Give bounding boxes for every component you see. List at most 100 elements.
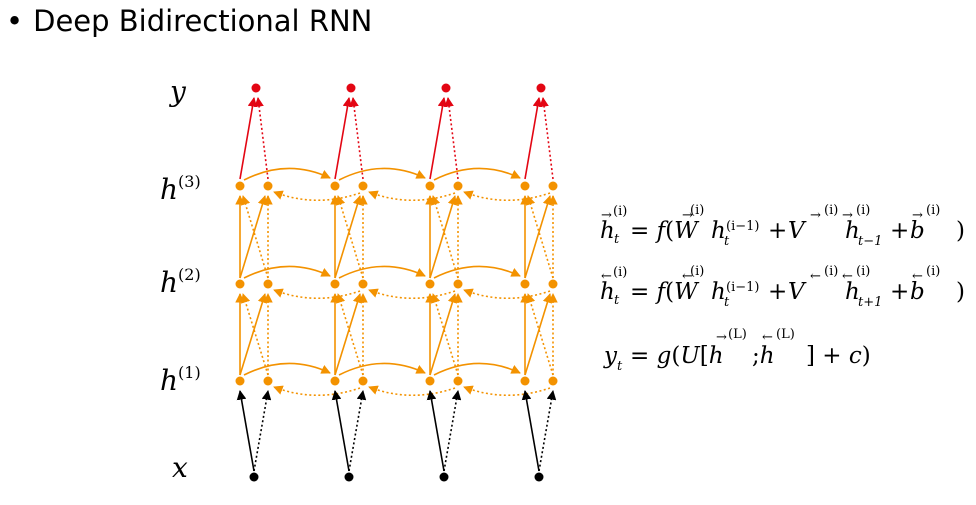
svg-text:(i−1): (i−1) [726,219,759,234]
hidden-node-forward [330,181,340,191]
svg-text:= f(W: = f(W [630,218,700,244]
edge-recurrent-backward [273,190,361,202]
svg-text:←: ← [682,269,693,284]
edge-input-forward [426,390,445,472]
hidden-node-forward [235,181,245,191]
row-label-h3: h(3) [160,172,201,206]
edge-recurrent-backward [463,190,551,202]
hidden-node-backward [548,181,558,191]
edge-layer-backward-forward [430,293,459,376]
edge-output-forward [429,97,448,180]
svg-text:(L): (L) [728,327,747,342]
svg-text:(i): (i) [690,264,704,279]
svg-text:(i): (i) [613,204,627,219]
edge-recurrent-backward [368,288,456,300]
network-graph [235,83,558,482]
bullet-point: • [6,4,24,38]
svg-text:←: ← [810,269,821,284]
svg-text:+: + [890,218,909,244]
edge-recurrent-forward [433,362,521,376]
edge-layer-backward-forward [525,293,554,376]
hidden-node-forward [520,181,530,191]
svg-text:): ) [956,218,965,244]
edge-recurrent-forward [338,167,426,181]
edge-input-forward [331,390,350,472]
input-node [534,472,544,482]
slide-title-text: Deep Bidirectional RNN [33,4,373,38]
edge-recurrent-forward [433,167,521,181]
hidden-node-backward [453,376,463,386]
edge-output-backward [349,97,364,180]
svg-text:= g(U[h: = g(U[h [630,343,724,369]
svg-text:(i): (i) [926,203,940,218]
row-label-h2: h(2) [160,265,201,299]
hidden-node-forward [425,376,435,386]
svg-text:→: → [810,208,821,223]
edge-input-forward [521,390,540,472]
svg-text:←: ← [842,269,853,284]
svg-text:h: h [711,218,726,244]
hidden-node-backward [358,279,368,289]
hidden-node-backward [358,376,368,386]
svg-text:(i): (i) [690,203,704,218]
svg-text:b: b [910,279,925,305]
edge-layer-backward-forward [525,195,554,279]
hidden-node-backward [453,181,463,191]
hidden-node-forward [425,181,435,191]
edge-input-backward [443,390,462,472]
svg-text:;h: ;h [752,343,775,369]
edge-layer-forward-backward [334,293,363,376]
hidden-node-backward [453,279,463,289]
edge-layer-forward-backward [524,293,553,376]
svg-text:t: t [614,293,620,308]
svg-text:(i): (i) [824,203,838,218]
row-label-y: y [168,75,187,108]
svg-text:): ) [956,279,965,305]
svg-text:h: h [845,279,860,305]
svg-text:+: + [768,279,787,305]
output-node [251,83,261,93]
svg-text:(L): (L) [776,327,795,342]
equations: h → (i) t = f(W → (i) h (i−1) t + V → (i… [600,203,965,374]
edge-input-forward [236,390,255,472]
svg-text:→: → [716,330,727,345]
edge-recurrent-backward [463,288,551,300]
edge-input-backward [253,390,272,472]
svg-text:t−1: t−1 [858,234,882,249]
svg-text:→: → [601,208,612,223]
edge-recurrent-forward [243,265,331,279]
input-node [439,472,449,482]
edge-layer-forward-backward [429,195,458,279]
svg-text:(i−1): (i−1) [726,280,759,295]
hidden-node-forward [235,279,245,289]
hidden-node-forward [520,376,530,386]
edge-recurrent-forward [433,265,521,279]
edge-input-backward [538,390,557,472]
equation-forward-hidden: h → (i) t = f(W → (i) h (i−1) t + V → (i… [600,203,965,249]
svg-text:= f(W: = f(W [630,279,700,305]
row-label-h1: h(1) [160,363,201,397]
input-node [249,472,259,482]
edge-recurrent-forward [338,265,426,279]
svg-text:→: → [912,208,923,223]
svg-text:←: ← [601,269,612,284]
svg-text:t: t [724,234,730,249]
edge-output-forward [334,97,353,180]
edge-output-forward [239,97,258,180]
row-labels: y h(3) h(2) h(1) x [160,75,201,484]
svg-text:(i): (i) [926,264,940,279]
svg-text:V: V [788,279,807,305]
edge-output-backward [539,97,554,180]
row-label-x: x [172,451,188,484]
edge-recurrent-backward [368,385,456,397]
edge-layer-backward-forward [240,195,269,279]
edge-recurrent-backward [273,288,361,300]
svg-text:y: y [603,343,618,369]
output-node [441,83,451,93]
hidden-node-forward [235,376,245,386]
hidden-node-backward [263,376,273,386]
edge-layer-forward-backward [524,195,553,279]
hidden-node-backward [263,181,273,191]
svg-text:←: ← [912,269,923,284]
svg-text:V: V [788,218,807,244]
